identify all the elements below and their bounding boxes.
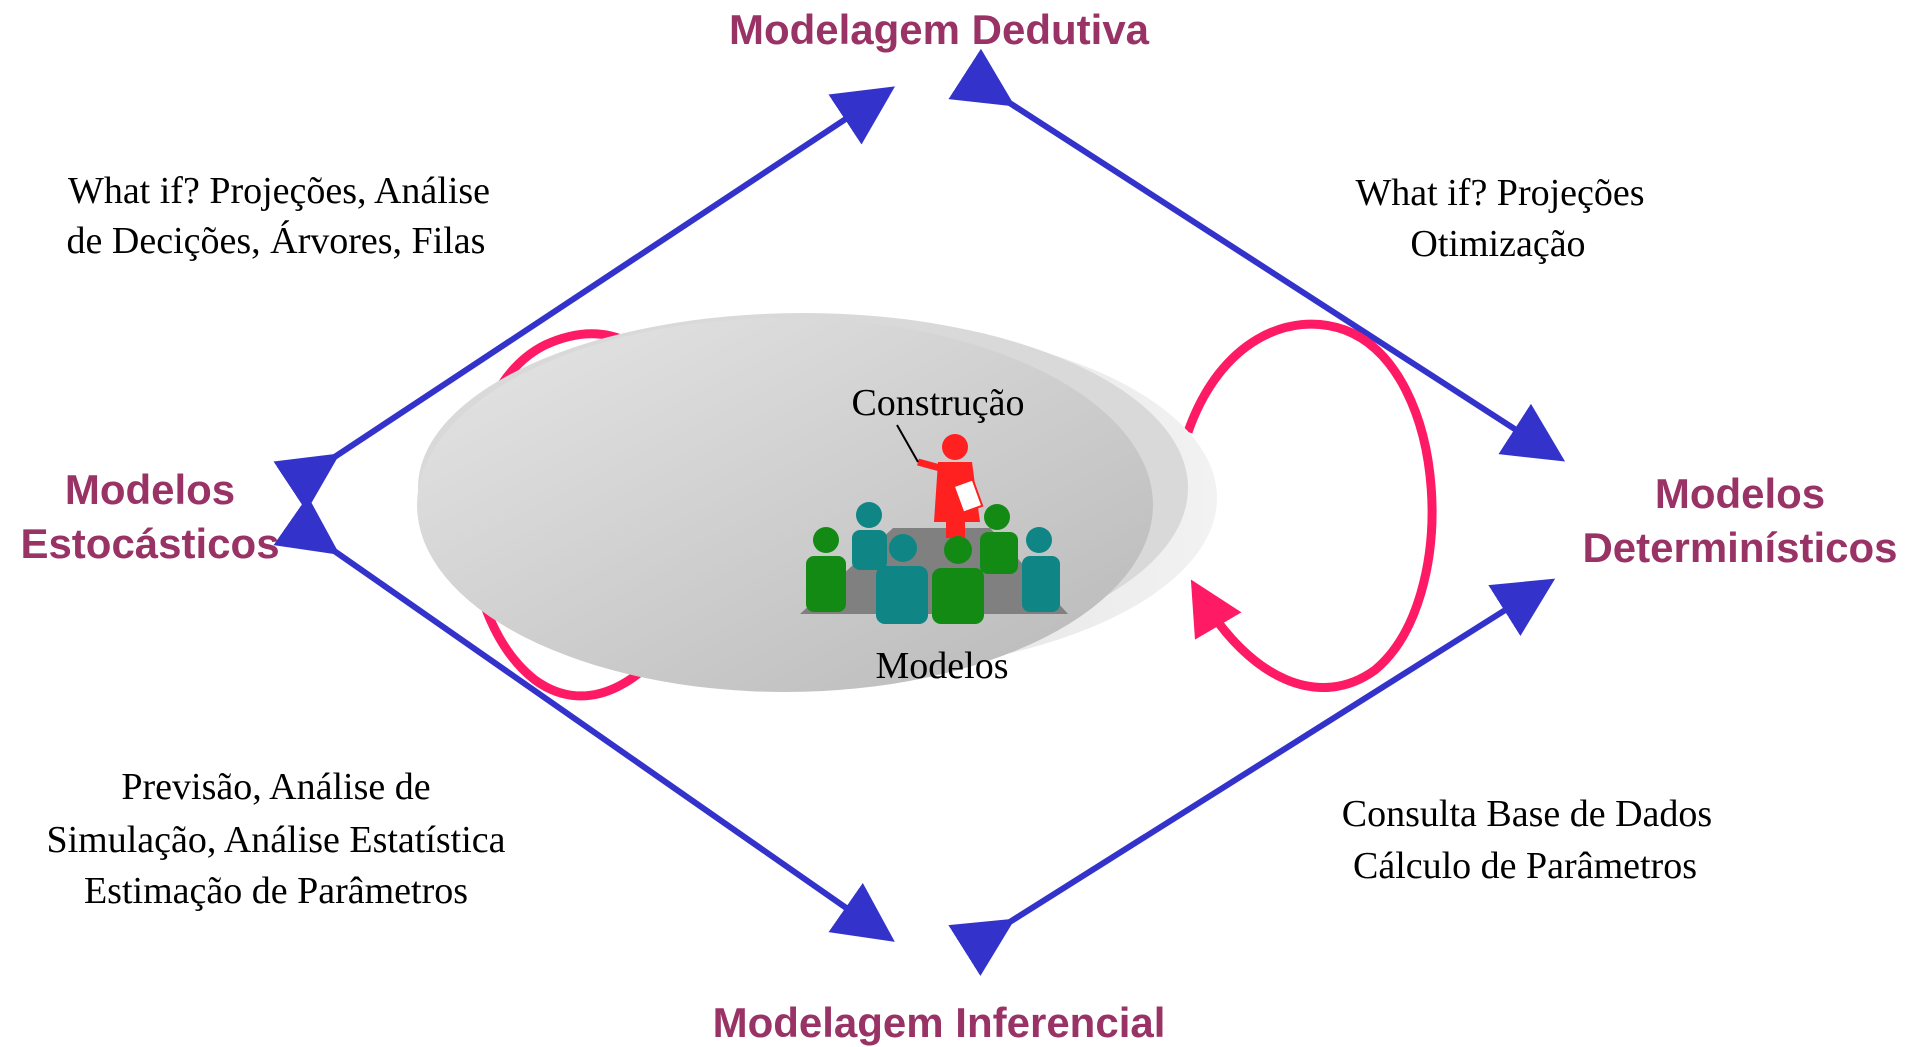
node-modelos-estocasticos-line1: Modelos [65,466,235,513]
edge-bottom-left-line1: Previsão, Análise de [121,766,430,808]
meeting-presenter-icon [800,424,1068,624]
edge-top-left-line2: de Decições, Árvores, Filas [67,220,486,262]
edge-bottom-left-line2: Simulação, Análise Estatística [46,819,505,861]
center-bottom-label: Modelos [876,645,1009,687]
node-modelos-deterministicos-line2: Determinísticos [1582,524,1897,571]
node-modelos-deterministicos-line1: Modelos [1655,470,1825,517]
edge-bottom-right-line2: Cálculo de Parâmetros [1353,845,1697,887]
edge-bottom-right-line1: Consulta Base de Dados [1342,793,1712,835]
arrow-bottom-left [273,495,895,942]
arrow-bottom-right [948,578,1556,976]
node-modelos-estocasticos-line2: Estocásticos [20,520,279,567]
node-modelagem-dedutiva: Modelagem Dedutiva [729,6,1150,53]
center-top-label: Construção [851,382,1024,424]
arrow-top-left [273,86,896,512]
edge-top-left-line1: What if? Projeções, Análise [68,170,490,212]
arrow-top-right [948,48,1566,462]
edge-top-right-line2: Otimização [1410,223,1585,265]
node-modelagem-inferencial: Modelagem Inferencial [713,999,1166,1046]
center-disc [417,313,1217,692]
edge-bottom-left-line3: Estimação de Parâmetros [84,870,468,912]
loop-arrow-right [1183,319,1437,692]
edge-top-right-line1: What if? Projeções [1355,172,1644,214]
